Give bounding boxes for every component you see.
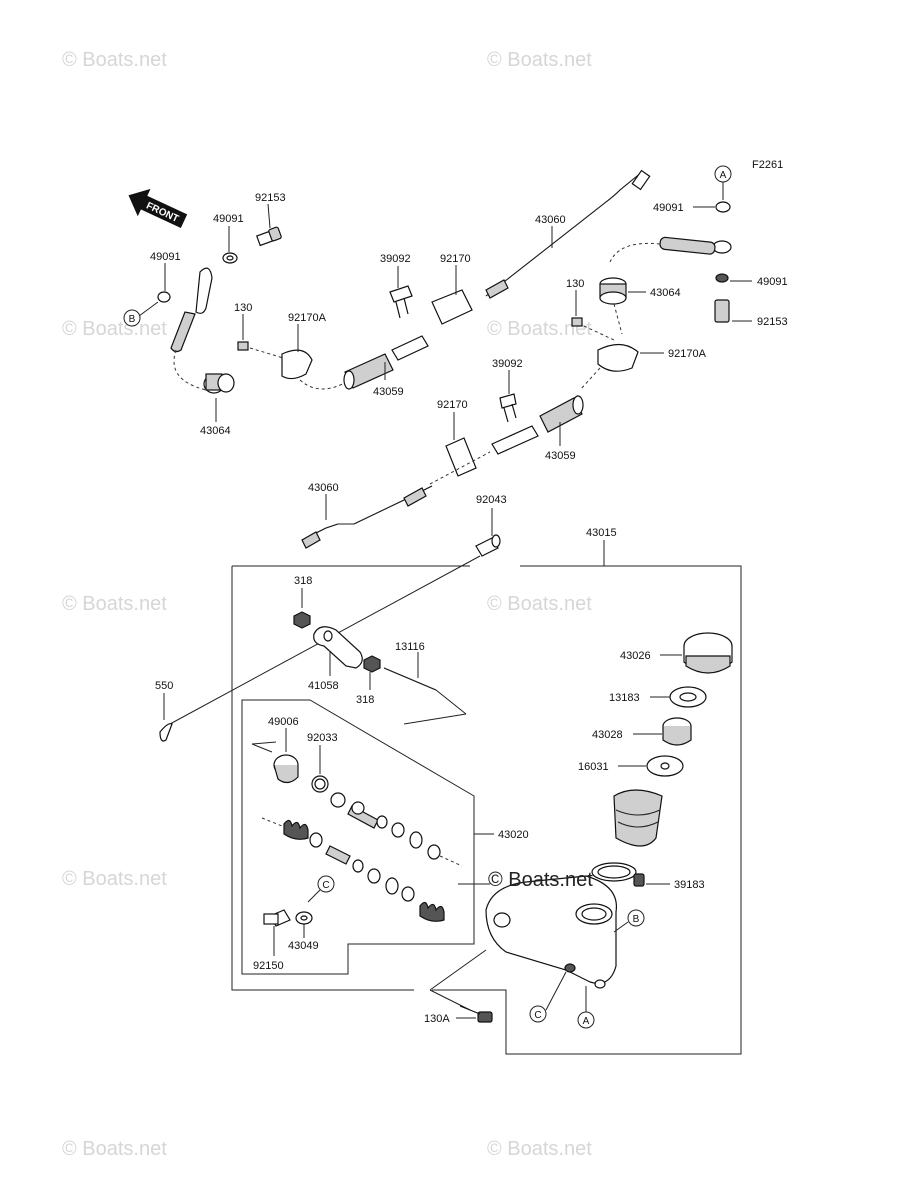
watermark-dark: © Boats.net — [488, 869, 593, 891]
part-label: 43064 — [650, 287, 681, 299]
part-label: 13183 — [609, 692, 640, 704]
part-label: 13116 — [395, 641, 425, 653]
part-label: 43059 — [373, 386, 404, 398]
part-label: 43026 — [620, 650, 651, 662]
callout-marker — [529, 1005, 547, 1023]
front-arrow-icon: FRONT — [128, 188, 188, 228]
part-label: 49006 — [268, 716, 299, 728]
part-label: 92150 — [253, 960, 284, 972]
part-label: 92170 — [437, 399, 468, 411]
callout-letter: A — [583, 1016, 590, 1027]
upper-right-assembly: A 49091 49091 92153 43064 130 92170A — [566, 165, 788, 391]
banjo-bolt-part — [256, 226, 282, 247]
watermark: © Boats.net — [62, 49, 167, 71]
part-label: 43060 — [308, 482, 339, 494]
watermark: © Boats.net — [62, 318, 167, 340]
part-label: 92043 — [476, 494, 507, 506]
part-label: 41058 — [308, 680, 339, 692]
callout-letter: B — [129, 314, 136, 325]
watermark: © Boats.net — [487, 593, 592, 615]
part-label: 92170A — [288, 312, 327, 324]
upper-middle-assembly: 39092 92170 43059 43060 — [343, 169, 651, 398]
part-label: 16031 — [578, 761, 609, 773]
callout-marker — [123, 309, 141, 327]
figure-code: F2261 — [752, 159, 783, 171]
master-cylinder-assembly: 43015 92043 318 41058 318 13116 550 — [155, 494, 742, 1055]
part-label: 39092 — [492, 358, 523, 370]
watermark: © Boats.net — [62, 593, 167, 615]
part-label: 92153 — [757, 316, 788, 328]
part-label: 43015 — [586, 527, 617, 539]
part-label: 43020 — [498, 829, 529, 841]
part-label: 318 — [356, 694, 374, 706]
part-label: 39092 — [380, 253, 411, 265]
callout-marker — [317, 875, 335, 893]
part-label: 130 — [234, 302, 252, 314]
callout-letter: C — [534, 1010, 541, 1021]
part-label: 49091 — [757, 276, 788, 288]
part-label: 43028 — [592, 729, 623, 741]
callout-letter: A — [720, 170, 727, 181]
watermark: © Boats.net — [62, 868, 167, 890]
callout-letter: B — [633, 914, 640, 925]
part-label: 550 — [155, 680, 173, 692]
part-label: 49091 — [653, 202, 684, 214]
part-label: 92033 — [307, 732, 338, 744]
part-label: 92170 — [440, 253, 471, 265]
part-label: 130 — [566, 278, 584, 290]
watermark: © Boats.net — [487, 318, 592, 340]
part-label: 49091 — [150, 251, 181, 263]
part-label: 49091 — [213, 213, 244, 225]
watermark: © Boats.net — [487, 1138, 592, 1160]
part-label: 43059 — [545, 450, 576, 462]
lower-middle-assembly: 39092 43059 92170 43060 — [301, 358, 584, 549]
part-label: 43049 — [288, 940, 319, 952]
watermarks: © Boats.net © Boats.net © Boats.net © Bo… — [62, 49, 592, 1160]
watermark: © Boats.net — [487, 49, 592, 71]
part-label: 92170A — [668, 348, 707, 360]
part-label: 92153 — [255, 192, 286, 204]
part-label: 130A — [424, 1013, 450, 1025]
part-label: 318 — [294, 575, 312, 587]
part-label: 43064 — [200, 425, 231, 437]
part-label: 39183 — [674, 879, 705, 891]
upper-left-assembly: 92153 49091 49091 B 43064 130 92170A — [123, 192, 351, 437]
part-label: 43060 — [535, 214, 566, 226]
callout-marker — [627, 909, 645, 927]
watermark: © Boats.net — [62, 1138, 167, 1160]
callout-letter: C — [322, 880, 329, 891]
